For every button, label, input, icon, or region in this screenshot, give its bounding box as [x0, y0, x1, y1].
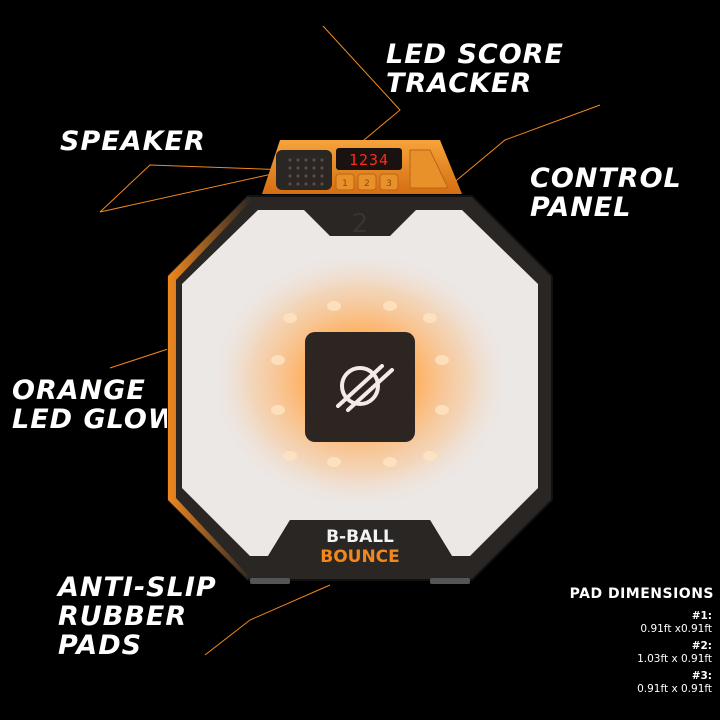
dimension-label-1: #1: [691, 610, 712, 622]
led-dots [271, 301, 449, 467]
anti-slip-leader-line [204, 584, 331, 656]
dimension-label-3: #3: [691, 670, 712, 682]
callout-led-glow-line1: ORANGE [12, 375, 146, 406]
callout-speaker: SPEAKER [60, 126, 206, 157]
control-button-1 [335, 173, 355, 191]
dimension-value-2: 1.03ft x 0.91ft [637, 653, 712, 665]
callout-control-panel-line2: PANEL [530, 192, 632, 223]
callout-anti-slip-pads: ANTI-SLIP RUBBER PADS [58, 573, 217, 660]
control-button-2 [357, 173, 377, 191]
callout-control-panel-line1: CONTROL [530, 163, 682, 194]
rubber-pad-left [250, 578, 290, 584]
brand-plate [248, 520, 472, 575]
pad-number: 2 [352, 209, 369, 239]
dimension-entry-2: #2: 1.03ft x 0.91ft [637, 640, 712, 666]
speaker-grille [276, 150, 332, 190]
dimension-entry-1: #1: 0.91ft x0.91ft [640, 610, 712, 636]
callout-led-score-tracker-line2: TRACKER [386, 68, 533, 99]
led-score-value: 1234 [349, 151, 389, 169]
dimension-value-3: 0.91ft x 0.91ft [637, 683, 712, 695]
speaker-icon [288, 158, 324, 186]
callout-control-panel: CONTROL PANEL [530, 164, 682, 222]
dimension-entry-3: #3: 0.91ft x 0.91ft [637, 670, 712, 696]
dimension-label-2: #2: [691, 640, 712, 652]
callout-led-score-tracker: LED SCORE TRACKER [386, 40, 564, 98]
brand-line2: BOUNCE [320, 547, 400, 567]
callout-anti-slip-line3: PADS [58, 630, 143, 661]
callout-led-glow-line2: LED GLOW [12, 404, 179, 435]
control-slider-icon [409, 149, 449, 189]
control-button-2-label: 2 [364, 179, 370, 189]
callout-orange-led-glow: ORANGE LED GLOW [12, 376, 179, 434]
brand-line1: B-BALL [326, 527, 394, 547]
brand-logo-icon [336, 364, 394, 412]
led-score-display [336, 148, 402, 170]
dimensions-title: PAD DIMENSIONS [569, 586, 714, 602]
callout-led-score-tracker-line1: LED SCORE [386, 39, 564, 70]
rubber-pad-right [430, 578, 470, 584]
callout-anti-slip-line2: RUBBER [58, 601, 188, 632]
speaker-leader-line [99, 164, 291, 213]
control-button-3 [379, 173, 399, 191]
control-button-3-label: 3 [386, 179, 392, 189]
control-panel-leader-line [444, 104, 601, 191]
callout-anti-slip-line1: ANTI-SLIP [58, 572, 217, 603]
dimension-value-1: 0.91ft x0.91ft [640, 623, 712, 635]
control-button-1-label: 1 [342, 179, 348, 189]
